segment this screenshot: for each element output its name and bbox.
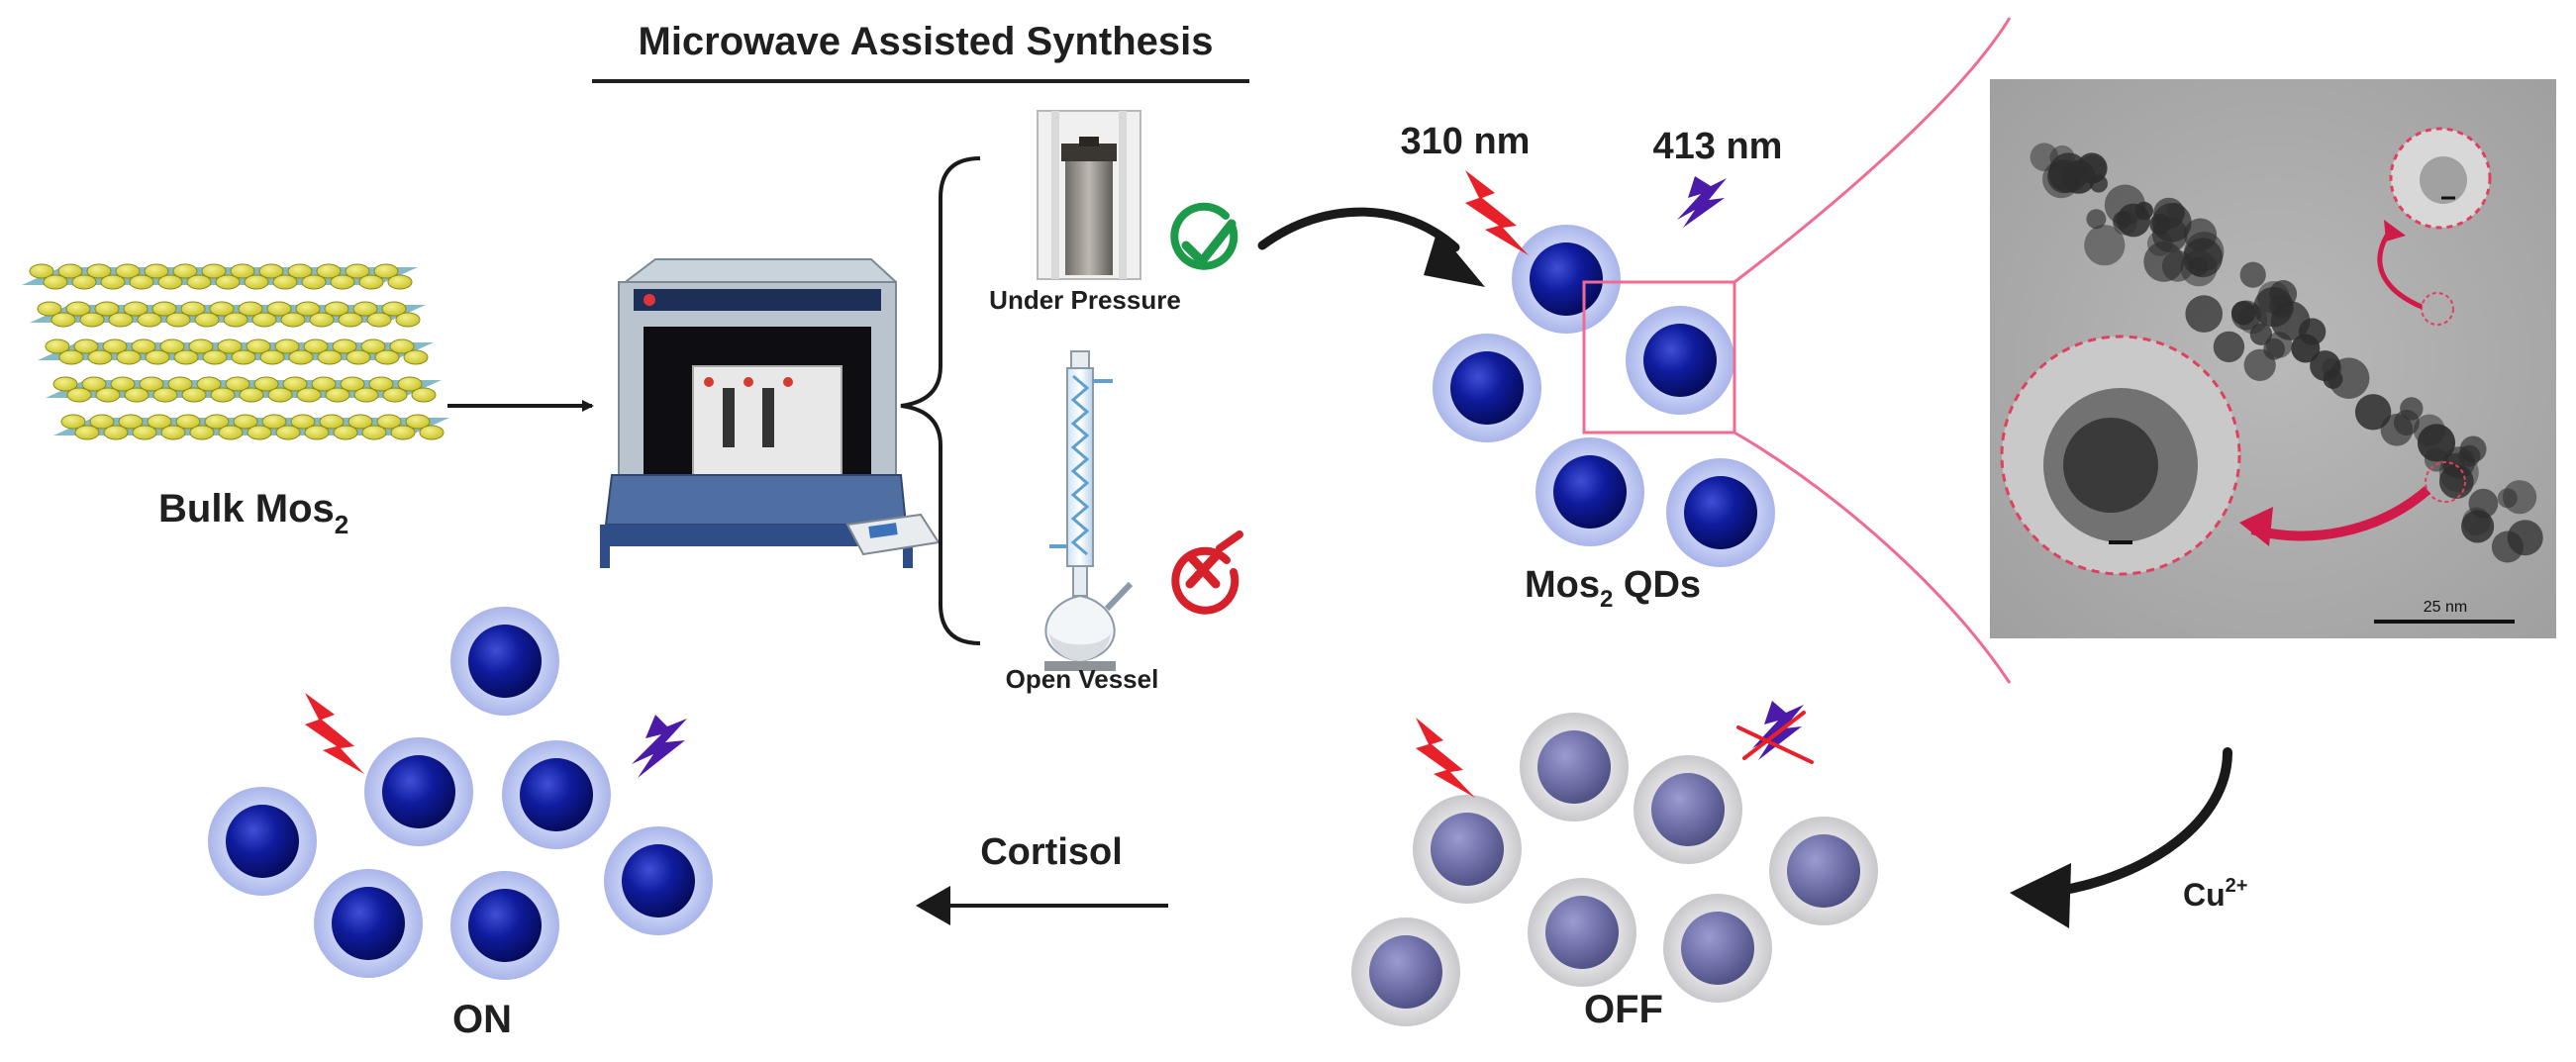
pressure-vessel-icon [1037, 110, 1141, 280]
qd-cluster-on [208, 607, 713, 980]
zoom-box [1582, 280, 1736, 434]
cu-label: Cu2+ [2183, 875, 2247, 913]
arrow-cortisol-head [916, 886, 950, 925]
lightning-icon [305, 693, 364, 774]
quantum-dot [604, 826, 713, 935]
quantum-dot [314, 869, 423, 978]
emission-icon [632, 715, 687, 778]
quenched-dot [1520, 713, 1629, 821]
excitation-wavelength-label: 310 nm [1401, 121, 1531, 162]
quantum-dot [502, 740, 611, 849]
arrow-to-qds-head [1424, 230, 1485, 287]
quantum-dot [450, 607, 559, 716]
cross-icon [1171, 531, 1243, 615]
qd-cluster-synthesized [1433, 225, 1775, 567]
emission-wavelength-label: 413 nm [1653, 126, 1783, 167]
lightning-icon [1465, 170, 1529, 255]
quantum-dot [1666, 458, 1775, 567]
quenched-dot [1634, 755, 1742, 864]
blocked-emission-cross [1736, 711, 1814, 764]
zoom-line-bottom [1734, 431, 2012, 684]
layered-crystal-icon [22, 263, 449, 440]
quenched-dot [1528, 878, 1636, 987]
microwave-reactor-icon [600, 258, 941, 568]
quenched-dot [1769, 817, 1878, 925]
reflux-condenser-icon [1044, 350, 1134, 671]
quantum-dot [450, 871, 559, 980]
zoom-line-top [1734, 17, 2012, 284]
quenched-dot [1413, 795, 1522, 904]
qds-label: Mos2 QDs [1525, 564, 1701, 613]
emission-icon [1677, 176, 1727, 228]
section-title: Microwave Assisted Synthesis [639, 20, 1214, 63]
tem-micrograph-icon [1990, 79, 2556, 638]
arrow-cu [2054, 747, 2232, 896]
quantum-dot [1512, 225, 1621, 334]
quenched-dot [1351, 917, 1460, 1026]
cortisol-label: Cortisol [980, 831, 1123, 873]
check-icon [1170, 202, 1238, 270]
quantum-dot [1536, 437, 1644, 546]
on-label: ON [452, 998, 512, 1041]
quantum-dot [208, 787, 317, 896]
arrow-to-qds [1257, 207, 1460, 252]
quantum-dot [1626, 306, 1734, 415]
arrow-cu-head [2010, 863, 2071, 928]
quantum-dot [1433, 334, 1541, 442]
off-label: OFF [1584, 988, 1663, 1031]
quantum-dot [364, 737, 473, 846]
under-pressure-label: Under Pressure [989, 285, 1181, 315]
quenched-dot [1663, 894, 1772, 1003]
selection-brace [900, 156, 981, 645]
scale-bar-label: 25 nm [2424, 599, 2467, 616]
bulk-label: Bulk Mos2 [158, 487, 348, 539]
qd-cluster-off [1351, 713, 1878, 1026]
lightning-icon [1416, 718, 1475, 798]
open-vessel-label: Open Vessel [1006, 664, 1159, 694]
